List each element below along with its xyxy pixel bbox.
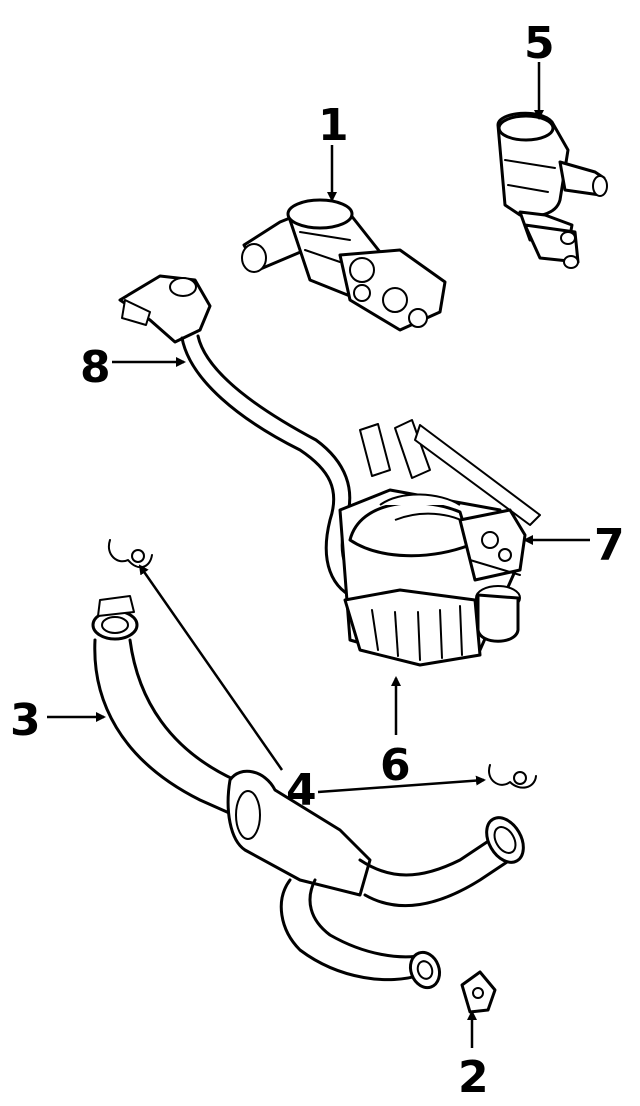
callout-4: 4 (286, 765, 317, 816)
part-4-clamp-right[interactable] (488, 764, 537, 789)
callout-8: 8 (80, 342, 111, 393)
part-5-solenoid[interactable] (496, 111, 608, 269)
part-8-vent-hose[interactable] (118, 274, 374, 602)
callout-1: 1 (318, 100, 349, 151)
callout-6: 6 (380, 740, 411, 791)
part-2-gasket[interactable] (460, 970, 497, 1014)
part-7-purge-valve[interactable] (458, 508, 527, 643)
leader-4b (317, 775, 486, 794)
leader-4a (138, 564, 284, 771)
callout-2: 2 (458, 1052, 489, 1103)
leader-lines (47, 62, 590, 1048)
callout-3: 3 (10, 695, 41, 746)
part-1-egr-valve[interactable] (241, 198, 447, 332)
part-3-egr-tube[interactable] (91, 595, 531, 992)
part-4-clamp-left[interactable] (107, 539, 153, 569)
callout-7: 7 (594, 520, 625, 571)
callout-5: 5 (524, 18, 555, 69)
